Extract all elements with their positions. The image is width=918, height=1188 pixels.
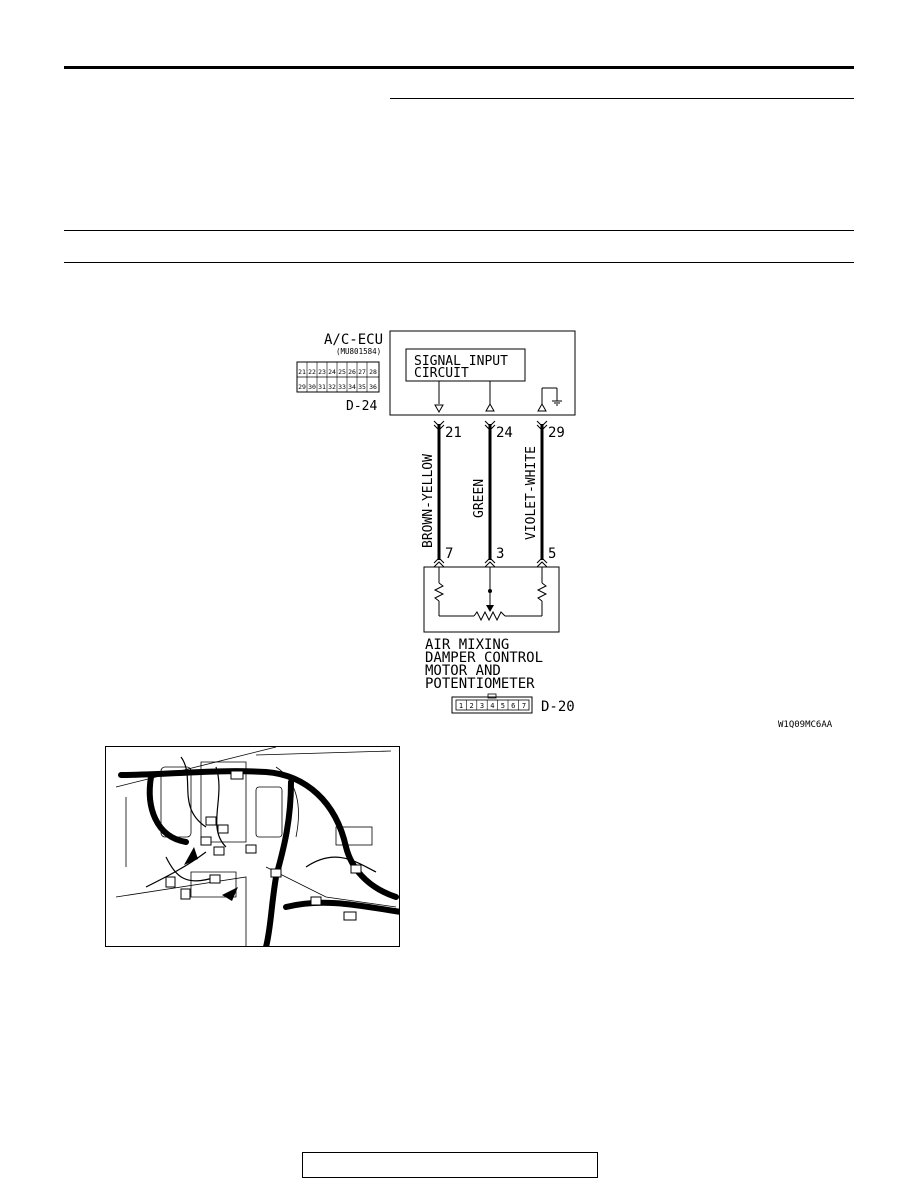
ecu-pin: 23	[318, 368, 326, 376]
motor-pin-7: 7	[445, 546, 453, 562]
wire-brown-yellow	[433, 420, 445, 568]
ecu-pin: 32	[328, 383, 336, 391]
header-rule	[64, 66, 854, 69]
ecu-pin: 21	[298, 368, 306, 376]
motor-pin: 2	[469, 702, 473, 710]
motor-box	[423, 566, 560, 633]
ecu-title: A/C-ECU	[324, 332, 383, 348]
ecu-pin: 30	[308, 383, 316, 391]
motor-pin-5: 5	[548, 546, 556, 562]
motor-connector-label: D-20	[541, 699, 575, 715]
ecu-box	[389, 330, 576, 416]
wire-color-label: VIOLET-WHITE	[524, 446, 539, 540]
wire-color-label: GREEN	[472, 479, 487, 518]
ecu-pin: 34	[348, 383, 356, 391]
section-rule-top	[64, 230, 854, 231]
ecu-pin-21: 21	[445, 425, 462, 441]
motor-pin-3: 3	[496, 546, 504, 562]
ecu-pin-29: 29	[548, 425, 565, 441]
wire-color-label: BROWN-YELLOW	[421, 454, 436, 548]
motor-pin: 6	[511, 702, 515, 710]
motor-connector-icon: 1 2 3 4 5 6 7	[451, 693, 533, 714]
motor-label-line3: MOTOR AND	[425, 663, 501, 679]
ecu-connector-icon: 21 22 23 24 25 26 27 28 29 30 31 32 33 3…	[296, 361, 380, 393]
ecu-pin: 25	[338, 368, 346, 376]
ecu-pin: 27	[358, 368, 366, 376]
motor-pin: 1	[459, 702, 463, 710]
ground-icon	[552, 400, 562, 406]
wire-green	[484, 420, 496, 568]
ecu-pin: 26	[348, 368, 356, 376]
potentiometer-icon	[433, 567, 548, 622]
ecu-pin: 35	[358, 383, 366, 391]
motor-label-line4: POTENTIOMETER	[425, 676, 535, 692]
page-number-box	[302, 1152, 598, 1178]
ecu-pin: 29	[298, 383, 306, 391]
signal-input-box	[405, 348, 526, 382]
signal-input-line2: CIRCUIT	[414, 366, 469, 381]
ecu-pin: 36	[369, 383, 377, 391]
signal-input-line1: SIGNAL INPUT	[414, 354, 508, 369]
motor-pin: 7	[522, 702, 526, 710]
motor-pin: 5	[501, 702, 505, 710]
ecu-pin-24: 24	[496, 425, 513, 441]
motor-label-line1: AIR MIXING	[425, 637, 509, 653]
subheader-rule	[390, 98, 854, 99]
section-rule-bottom	[64, 262, 854, 263]
ecu-part-number: (MU801584)	[336, 347, 381, 356]
ecu-connector-label: D-24	[346, 399, 377, 414]
ecu-pin: 22	[308, 368, 316, 376]
figure-code: W1Q09MC6AA	[778, 720, 833, 730]
motor-label-line2: DAMPER CONTROL	[425, 650, 543, 666]
connector-location-illustration	[105, 746, 400, 947]
ecu-pin: 33	[338, 383, 346, 391]
wire-violet-white	[536, 420, 548, 568]
ecu-pin: 31	[318, 383, 326, 391]
arrow-icon	[184, 847, 238, 901]
ecu-pin: 24	[328, 368, 336, 376]
motor-pin: 3	[480, 702, 484, 710]
motor-pin: 4	[490, 702, 494, 710]
ecu-pin: 28	[369, 368, 377, 376]
